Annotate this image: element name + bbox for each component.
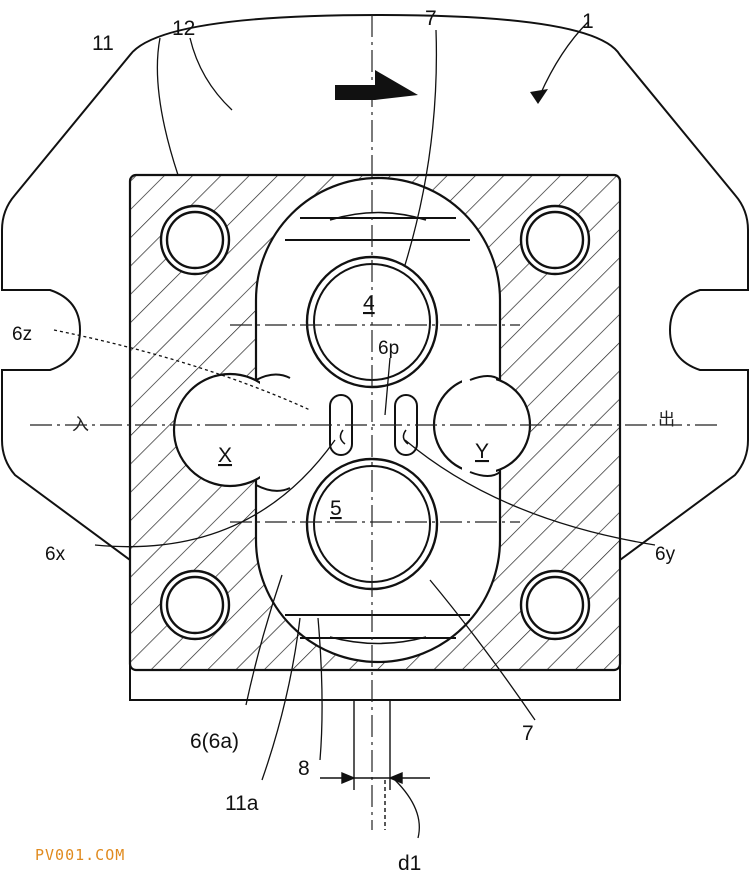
leader-lines [53, 21, 656, 839]
bolt-holes [159, 204, 591, 641]
watermark: PV001.COM [35, 846, 125, 864]
label-6x: 6x [45, 544, 66, 565]
bottom-bearing-flat [285, 614, 470, 645]
label-6-6a: 6(6a) [190, 730, 239, 753]
label-5: 5 [330, 497, 342, 520]
label-x: X [218, 444, 232, 467]
label-6p: 6p [378, 338, 399, 359]
label-y: Y [475, 440, 489, 463]
rotation-arrow-icon [335, 70, 418, 100]
label-1: 1 [582, 10, 594, 33]
label-11: 11 [92, 32, 114, 55]
label-6z: 6z [12, 324, 32, 345]
label-8: 8 [298, 757, 310, 780]
label-7-bottom: 7 [522, 722, 534, 745]
dimension-d1 [320, 700, 430, 830]
label-6y: 6y [655, 544, 676, 565]
label-d1: d1 [398, 852, 421, 875]
label-inlet: 入 [72, 415, 89, 435]
housing-outline [1, 13, 749, 701]
label-outlet: 出 [658, 410, 675, 430]
top-bearing-flat [285, 211, 470, 241]
center-lines [30, 15, 720, 830]
label-12: 12 [172, 17, 195, 40]
label-11a: 11a [225, 792, 259, 815]
label-7-top: 7 [425, 7, 437, 30]
label-4: 4 [363, 292, 375, 315]
